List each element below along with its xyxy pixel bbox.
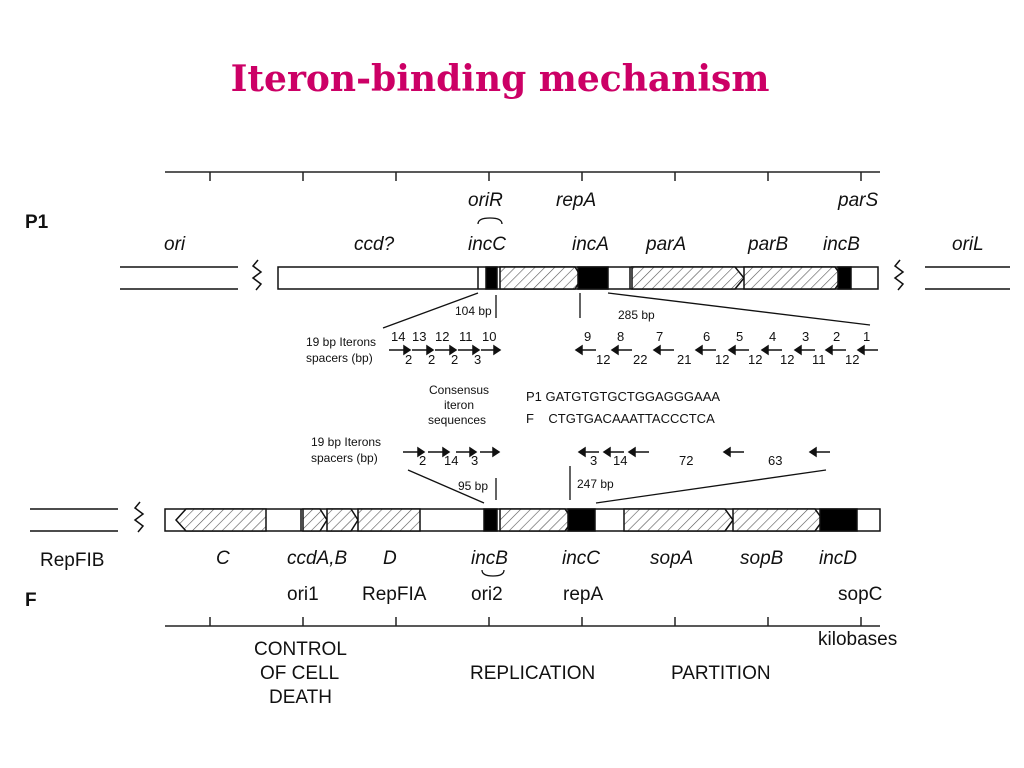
iteron-number: 12 <box>435 329 449 344</box>
svg-text:22: 22 <box>633 352 647 367</box>
svg-text:5: 5 <box>736 329 743 344</box>
svg-text:2: 2 <box>419 453 426 468</box>
slide-title: Iteron-binding mechanism <box>230 58 770 100</box>
svg-text:63: 63 <box>768 453 782 468</box>
svg-text:incD: incD <box>819 548 857 569</box>
svg-text:C: C <box>216 548 230 569</box>
p1-iterons-label: 19 bp Iterons <box>306 335 376 349</box>
label-parA: parA <box>645 234 686 255</box>
p1-top-labels: oriR repA parS ori ccd? incC incA parA p… <box>164 190 984 255</box>
label-oriL: oriL <box>952 234 984 255</box>
svg-text:21: 21 <box>677 352 691 367</box>
iteron-number: 14 <box>391 329 405 344</box>
f-spacers-label: spacers (bp) <box>311 451 378 465</box>
p1-bp-right: 285 bp <box>618 308 655 322</box>
svg-text:D: D <box>383 548 397 569</box>
svg-text:11: 11 <box>812 352 826 367</box>
svg-text:3: 3 <box>802 329 809 344</box>
label-ori: ori <box>164 234 186 255</box>
iteron-number: 11 <box>459 329 473 344</box>
svg-text:4: 4 <box>769 329 776 344</box>
top-ruler <box>165 171 880 181</box>
iteron-number: 10 <box>482 329 496 344</box>
consensus-f-seq: F CTGTGACAAATTACCCTCA <box>526 411 715 426</box>
f-label: F <box>25 590 37 611</box>
label-incA: incA <box>572 234 609 255</box>
svg-text:Consensus: Consensus <box>429 383 489 397</box>
svg-text:12: 12 <box>780 352 794 367</box>
svg-text:sequences: sequences <box>428 413 486 427</box>
svg-text:6: 6 <box>703 329 710 344</box>
svg-text:incB: incB <box>471 548 508 569</box>
svg-text:12: 12 <box>715 352 729 367</box>
f-bp-left: 95 bp <box>458 479 488 493</box>
p1-label: P1 <box>25 212 49 233</box>
f-left-iterons: 2 14 3 <box>403 446 501 468</box>
svg-text:iteron: iteron <box>444 398 474 412</box>
f-right-iterons: 3 14 72 63 <box>577 446 830 468</box>
svg-text:RepFIA: RepFIA <box>362 584 427 605</box>
svg-text:12: 12 <box>845 352 859 367</box>
svg-text:14: 14 <box>444 453 458 468</box>
spacer-value: 2 <box>405 352 412 367</box>
label-incC: incC <box>468 234 506 255</box>
svg-text:repA: repA <box>563 584 603 605</box>
svg-text:OF CELL: OF CELL <box>260 663 339 684</box>
iteron-number: 13 <box>412 329 426 344</box>
svg-text:12: 12 <box>596 352 610 367</box>
svg-text:1: 1 <box>863 329 870 344</box>
svg-text:sopB: sopB <box>740 548 784 569</box>
svg-text:12: 12 <box>748 352 762 367</box>
p1-left-iterons: 14 13 12 11 10 2 2 2 3 <box>389 329 502 367</box>
label-ccd: ccd? <box>354 234 395 255</box>
consensus-p1-seq: P1 GATGTGTGCTGGAGGGAAA <box>526 389 720 404</box>
svg-text:2: 2 <box>833 329 840 344</box>
label-parS: parS <box>837 190 878 211</box>
f-iterons-label: 19 bp Iterons <box>311 435 381 449</box>
svg-text:8: 8 <box>617 329 624 344</box>
p1-right-iterons: 9 8 7 6 5 4 3 2 1 12 22 21 12 12 12 11 1… <box>574 329 878 367</box>
svg-text:14: 14 <box>613 453 627 468</box>
label-incB: incB <box>823 234 860 255</box>
spacer-value: 2 <box>451 352 458 367</box>
svg-text:9: 9 <box>584 329 591 344</box>
axis-label-kilobases: kilobases <box>818 629 897 650</box>
f-labels-row1: RepFIB C ccdA,B D incB incC sopA sopB in… <box>40 548 857 577</box>
label-oriR: oriR <box>468 190 503 211</box>
p1-bp-left: 104 bp <box>455 304 492 318</box>
label-repA: repA <box>556 190 596 211</box>
svg-text:sopA: sopA <box>650 548 693 569</box>
category-captions: CONTROL OF CELL DEATH REPLICATION PARTIT… <box>254 639 771 708</box>
svg-text:RepFIB: RepFIB <box>40 550 104 571</box>
svg-text:ccdA,B: ccdA,B <box>287 548 348 569</box>
svg-text:72: 72 <box>679 453 693 468</box>
svg-text:ori2: ori2 <box>471 584 503 605</box>
svg-text:7: 7 <box>656 329 663 344</box>
spacer-value: 3 <box>474 352 481 367</box>
svg-text:3: 3 <box>471 453 478 468</box>
svg-text:sopC: sopC <box>838 584 882 605</box>
p1-plasmid-bar <box>120 259 1010 291</box>
f-plasmid-bar <box>30 501 881 533</box>
svg-text:REPLICATION: REPLICATION <box>470 663 595 684</box>
p1-expansion-lines <box>382 292 871 329</box>
f-expansion-lines <box>407 466 827 504</box>
spacer-value: 2 <box>428 352 435 367</box>
svg-text:incC: incC <box>562 548 600 569</box>
svg-text:3: 3 <box>590 453 597 468</box>
f-bp-right: 247 bp <box>577 477 614 491</box>
svg-text:DEATH: DEATH <box>269 687 332 708</box>
label-parB: parB <box>747 234 788 255</box>
p1-spacers-label: spacers (bp) <box>306 351 373 365</box>
f-labels-row2: ori1 RepFIA ori2 repA sopC <box>287 584 882 605</box>
bottom-ruler <box>165 617 880 627</box>
svg-text:ori1: ori1 <box>287 584 319 605</box>
svg-text:PARTITION: PARTITION <box>671 663 771 684</box>
svg-text:CONTROL: CONTROL <box>254 639 347 660</box>
consensus-block: Consensus iteron sequences P1 GATGTGTGCT… <box>428 383 720 427</box>
